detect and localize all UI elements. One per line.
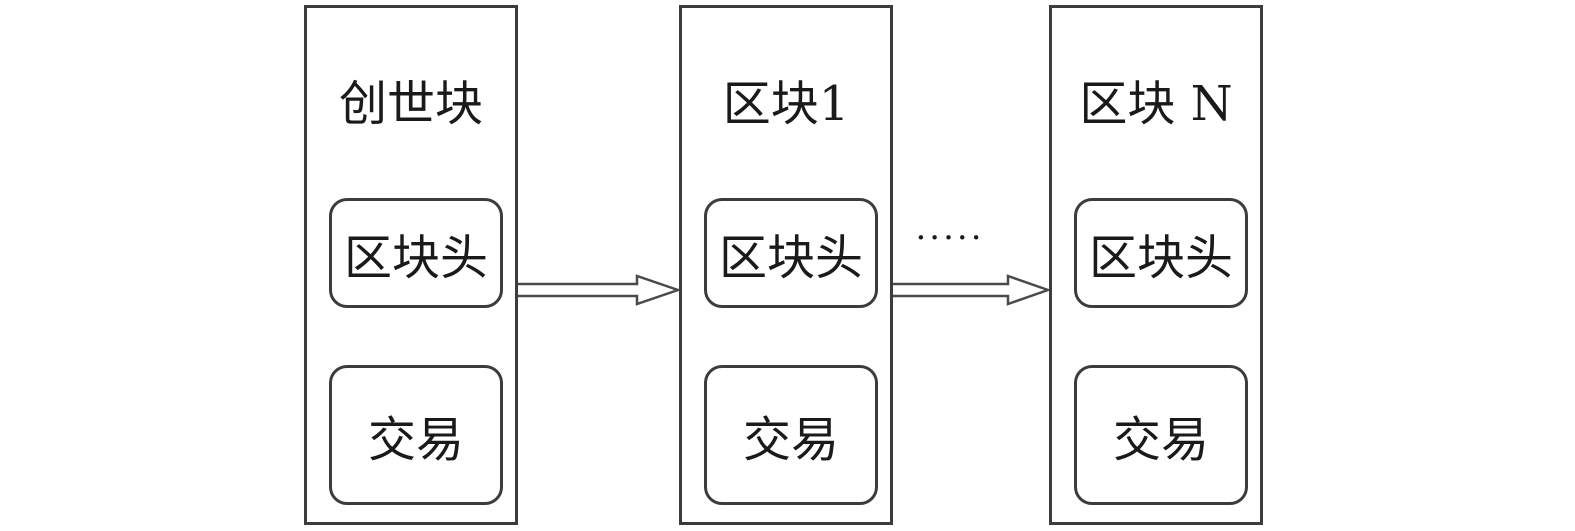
block-title: 区块1: [722, 76, 850, 132]
block-n: 区块 N 区块头 交易: [1049, 5, 1263, 525]
chain-arrow-icon: [518, 274, 681, 306]
block-title: 区块 N: [1079, 76, 1233, 132]
ellipsis-dots: ·····: [915, 218, 985, 258]
block-header-box: 区块头: [1074, 198, 1248, 308]
block-header-box: 区块头: [329, 198, 503, 308]
block-title: 创世块: [338, 76, 483, 132]
chain-arrow-icon: [893, 274, 1051, 306]
block-1: 区块1 区块头 交易: [679, 5, 893, 525]
transaction-box: 交易: [1074, 365, 1248, 505]
transaction-box: 交易: [329, 365, 503, 505]
genesis-block: 创世块 区块头 交易: [304, 5, 518, 525]
transaction-box: 交易: [704, 365, 878, 505]
block-header-box: 区块头: [704, 198, 878, 308]
